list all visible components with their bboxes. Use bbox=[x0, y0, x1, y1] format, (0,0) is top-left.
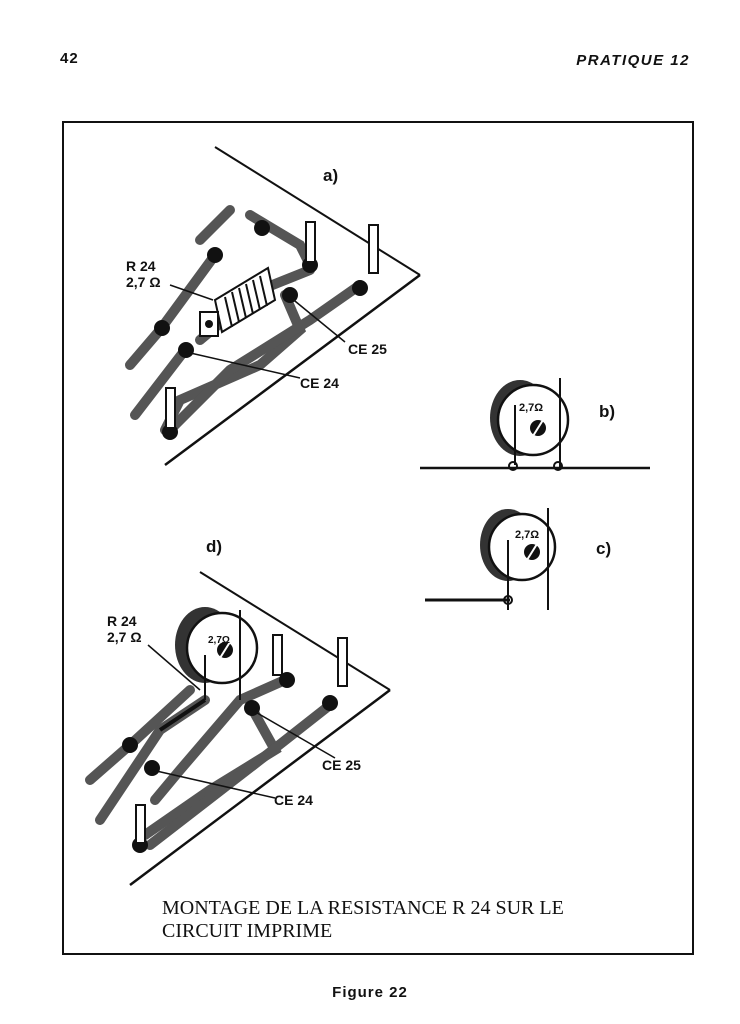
figure-number: Figure 22 bbox=[332, 984, 408, 1001]
ce25-label-a: CE 25 bbox=[348, 341, 387, 357]
figure-caption: MONTAGE DE LA RESISTANCE R 24 SUR LE CIR… bbox=[162, 897, 682, 943]
running-title: PRATIQUE 12 bbox=[576, 52, 690, 69]
r24-value-label-d: 2,7 Ω bbox=[107, 629, 142, 645]
caption-line-1: MONTAGE DE LA RESISTANCE R 24 SUR LE bbox=[162, 897, 564, 919]
panel-b-resistor bbox=[420, 378, 650, 471]
caption-line-2: CIRCUIT IMPRIME bbox=[162, 920, 333, 942]
ce24-label-d: CE 24 bbox=[274, 792, 313, 808]
r24-value-label-a: 2,7 Ω bbox=[126, 274, 161, 290]
r24-label-a: R 24 bbox=[126, 258, 156, 274]
resistor-marking-c: 2,7Ω bbox=[515, 529, 539, 541]
page-number: 42 bbox=[60, 50, 79, 67]
panel-b-label: b) bbox=[599, 402, 615, 421]
ce24-label-a: CE 24 bbox=[300, 375, 339, 391]
resistor-r24-heatsink bbox=[199, 266, 277, 337]
panel-d-board bbox=[85, 571, 391, 886]
resistor-marking-b: 2,7Ω bbox=[519, 402, 543, 414]
panel-a-label: a) bbox=[323, 166, 338, 185]
r24-label-d: R 24 bbox=[107, 613, 137, 629]
resistor-marking-d: 2,7Ω bbox=[208, 635, 230, 646]
panel-c-resistor bbox=[425, 508, 557, 610]
panel-c-label: c) bbox=[596, 539, 611, 558]
figure-frame bbox=[62, 121, 694, 955]
panel-d-label: d) bbox=[206, 537, 222, 556]
ce25-label-d: CE 25 bbox=[322, 757, 361, 773]
panel-a-board bbox=[125, 146, 421, 467]
